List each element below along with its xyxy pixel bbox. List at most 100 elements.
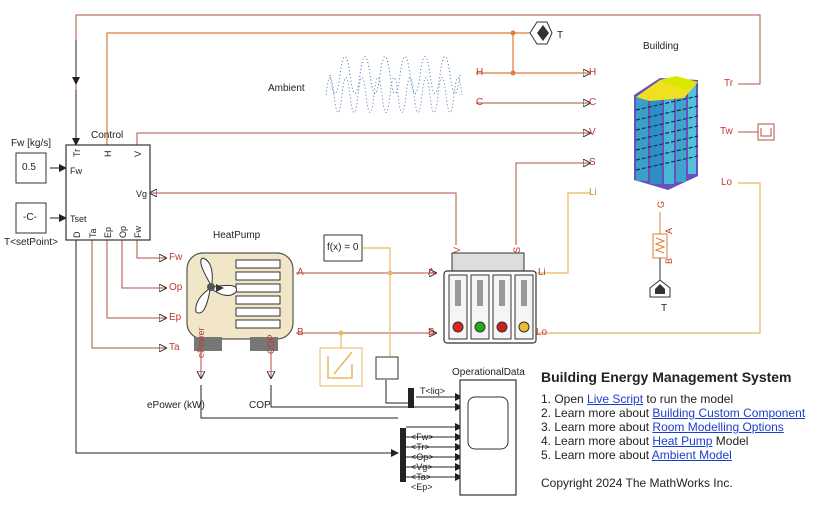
t-top-label: T [557,30,564,41]
tset-constant-value: -C- [23,212,37,223]
ep-goto-label: Ep [169,312,182,323]
c-right-label: C [589,97,597,108]
tw-terminator-icon[interactable] [738,123,775,141]
cop-label: COP [249,400,271,411]
v-label: V [589,127,596,138]
li-label: Li [589,187,597,198]
operational-data-label: OperationalData [452,367,525,378]
scope-screen-icon [467,396,509,450]
control-port-d: D [72,231,82,239]
info-item-2: 2. Learn more about Building Custom Comp… [541,406,805,420]
control-label: Control [91,130,124,141]
sensor-block[interactable] [375,356,399,380]
s-block-port: S [512,246,522,253]
junction-dots [338,30,516,336]
info-item-1-text: 1. Open [541,392,588,406]
s-label: S [589,157,596,168]
h-right-label: H [589,67,597,78]
heat-pump-link[interactable]: Heat Pump [652,434,713,448]
bus-item-ep: <Ep> [411,482,433,492]
control-port-ta: Ta [88,228,98,238]
epower-label: ePower (kW) [147,400,205,411]
a-res-port: A [664,227,674,234]
info-item-4-text: 4. Learn more about [541,434,653,448]
ambient-model-link[interactable]: Ambient Model [651,448,732,462]
heatpump-label: HeatPump [213,230,261,241]
control-port-fw-out: Fw [133,226,143,238]
c-left-label: C [476,97,484,108]
solver-config-block[interactable] [323,234,363,262]
control-port-v: V [133,150,143,157]
control-port-tset: Tset [70,214,87,224]
op-goto-label: Op [169,282,183,293]
tliq-bus[interactable] [408,388,414,408]
signal-lines [75,14,761,378]
ambient-waveform-icon[interactable] [325,56,463,113]
thermal-ground-icon[interactable] [649,279,671,298]
control-port-fw: Fw [70,166,82,176]
bus-item-fw: <Fw> [411,432,434,442]
physical-lines [340,182,761,357]
control-port-ep: Ep [103,226,113,238]
tset-label: T<setPoint> [4,237,58,248]
tr-label: Tr [724,78,734,89]
building-component-link[interactable]: Building Custom Component [652,406,806,420]
bus-item-vg: <Vg> [411,462,433,472]
copyright: Copyright 2024 The MathWorks Inc. [541,476,733,490]
fw-constant-value: 0.5 [22,162,36,173]
g-port: G [656,200,666,208]
temperature-source-icon[interactable] [529,21,553,45]
b-left-label: B [297,327,304,338]
heat-capacity-block[interactable] [319,347,363,387]
info-item-4-suffix: Model [712,434,749,448]
control-port-h: H [103,150,113,158]
a-left-label: A [297,267,304,278]
fw-goto-label: Fw [169,252,183,263]
info-item-3-text: 3. Learn more about [541,420,653,434]
room-modelling-link[interactable]: Room Modelling Options [652,420,784,434]
info-item-5-text: 5. Learn more about [541,448,652,462]
ambient-label: Ambient [268,83,305,94]
control-port-op: Op [118,225,128,238]
control-port-vg: Vg [136,189,148,199]
info-item-2-text: 2. Learn more about [541,406,653,420]
bus-item-ta: <Ta> [411,472,432,482]
a-right-label: A [428,267,435,278]
b-res-port: B [664,257,674,264]
control-port-tr: Tr [72,148,82,157]
info-item-4: 4. Learn more about Heat Pump Model [541,434,748,448]
black-lines [50,40,463,481]
building-icon[interactable] [634,76,699,190]
room-valve-block[interactable] [443,252,537,344]
info-item-1: 1. Open Live Script to run the model [541,392,733,406]
thermal-lines [106,32,590,145]
bus-item-tr: <Tr> [411,442,430,452]
lo-block-port: Lo [536,327,548,338]
tw-label: Tw [720,126,733,137]
tset-constant-block[interactable] [15,202,47,234]
b-right-label: B [428,327,435,338]
solver-label: f(x) = 0 [327,242,359,253]
h-left-label: H [476,67,484,78]
info-title: Building Energy Management System [541,369,792,385]
epower-port: ePower [196,327,206,358]
heat-pump-block[interactable] [186,252,294,351]
info-item-1-suffix: to run the model [643,392,734,406]
signal-bus[interactable] [400,428,406,482]
control-block[interactable] [65,144,151,241]
thermal-resistor-icon[interactable] [652,212,668,280]
cop-port: COP [266,334,276,354]
info-item-5: 5. Learn more about Ambient Model [541,448,732,462]
t-bottom-label: T [661,303,668,314]
v-block-port: V [452,246,462,253]
fw-kgs-label: Fw [kg/s] [11,138,52,149]
info-item-3: 3. Learn more about Room Modelling Optio… [541,420,784,434]
bus-item-op: <Op> [411,452,434,462]
lo-label: Lo [721,177,733,188]
live-script-link[interactable]: Live Script [587,392,644,406]
fw-constant-block[interactable] [15,152,47,184]
tliq-label: T<liq> [420,386,446,396]
building-label: Building [643,41,679,52]
li-block-port: Li [538,267,546,278]
